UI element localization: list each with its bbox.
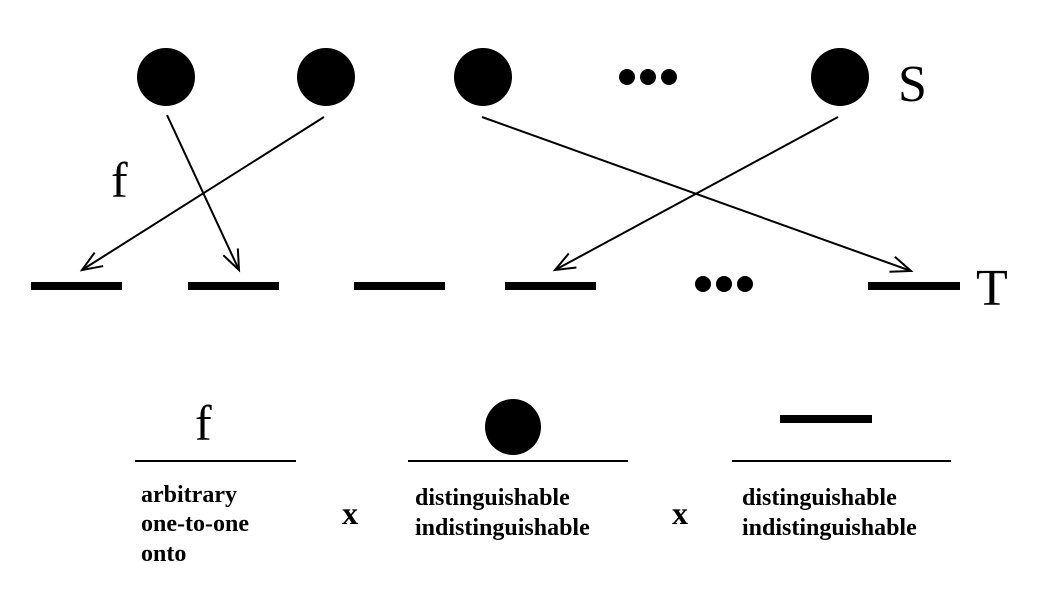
legend-bin-column: distinguishable indistinguishable xyxy=(732,415,951,541)
legend-ball-option-1: distinguishable xyxy=(415,485,570,511)
ball-1 xyxy=(137,48,195,106)
legend-times-2: x xyxy=(672,495,688,531)
legend-function-column: f arbitrary one-to-one onto xyxy=(135,395,296,567)
legend-ball-column: distinguishable indistinguishable xyxy=(408,399,628,541)
legend-bin-option-1: distinguishable xyxy=(742,485,897,511)
mapping-arrows xyxy=(79,114,914,273)
legend-function-option-1: arbitrary xyxy=(141,482,237,508)
legend-ball-option-2: indistinguishable xyxy=(415,515,590,541)
bin-n xyxy=(868,282,960,290)
target-set-label: T xyxy=(976,260,1008,317)
arrow-ball3-to-binN xyxy=(481,116,914,273)
source-set-label: S xyxy=(898,56,927,113)
legend-bin-option-2: indistinguishable xyxy=(742,515,917,541)
legend-function-option-2: one-to-one xyxy=(141,511,249,537)
bin-row xyxy=(31,282,960,290)
ball-n xyxy=(811,48,869,106)
arrow-ball1-to-bin2 xyxy=(166,114,241,273)
bin-4 xyxy=(505,282,596,290)
ball-row xyxy=(137,48,869,106)
bin-2 xyxy=(188,282,279,290)
legend-bin-icon xyxy=(780,415,872,423)
legend-function-option-3: onto xyxy=(141,541,186,567)
ball-3 xyxy=(454,48,512,106)
function-label: f xyxy=(111,152,128,208)
bin-ellipsis xyxy=(695,276,753,292)
bin-3 xyxy=(354,282,445,290)
bin-1 xyxy=(31,282,122,290)
ball-ellipsis xyxy=(619,69,677,85)
legend-ball-icon xyxy=(485,399,541,455)
ball-2 xyxy=(297,48,355,106)
legend-function-symbol: f xyxy=(195,395,212,451)
legend-times-1: x xyxy=(342,495,358,531)
